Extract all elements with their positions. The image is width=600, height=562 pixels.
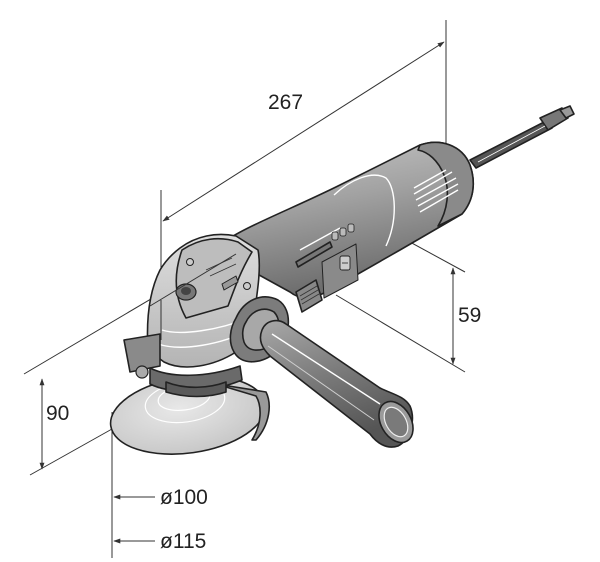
dimension-label-267: 267 xyxy=(268,91,303,114)
power-cord xyxy=(469,105,575,169)
wheel-guard-and-disc xyxy=(109,333,270,455)
paddle-switch xyxy=(295,279,323,313)
brand-logo-badge xyxy=(321,243,359,299)
dimension-disc-diameters: ø100 ø115 xyxy=(111,412,208,558)
dimension-label-59: 59 xyxy=(458,304,481,327)
dimension-label-100: ø100 xyxy=(160,486,208,509)
switch-slot xyxy=(295,241,333,268)
vent-slots xyxy=(413,169,459,213)
dimension-line-267 xyxy=(162,41,445,222)
head-height-extension-overlay xyxy=(149,253,237,307)
dimension-label-90: 90 xyxy=(46,402,69,425)
speed-indicator-leds xyxy=(331,223,355,241)
dimension-label-115: ø115 xyxy=(160,530,206,553)
spindle-lock-button xyxy=(175,283,197,301)
side-handle xyxy=(229,296,414,448)
motor-housing xyxy=(228,141,475,313)
extension-line-bottom xyxy=(335,294,466,373)
